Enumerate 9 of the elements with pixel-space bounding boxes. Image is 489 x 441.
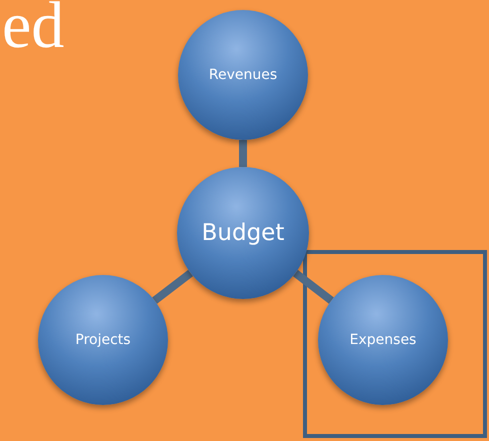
node-label: Expenses bbox=[350, 332, 416, 348]
node-label: Revenues bbox=[208, 67, 278, 83]
circle-node bbox=[177, 167, 309, 299]
connector-line bbox=[239, 140, 247, 167]
node-label: Projects bbox=[75, 332, 131, 348]
node-label: Budget bbox=[202, 220, 284, 246]
connector-line bbox=[293, 270, 334, 304]
connector-line bbox=[152, 270, 193, 304]
title-fragment: ed bbox=[2, 0, 64, 56]
